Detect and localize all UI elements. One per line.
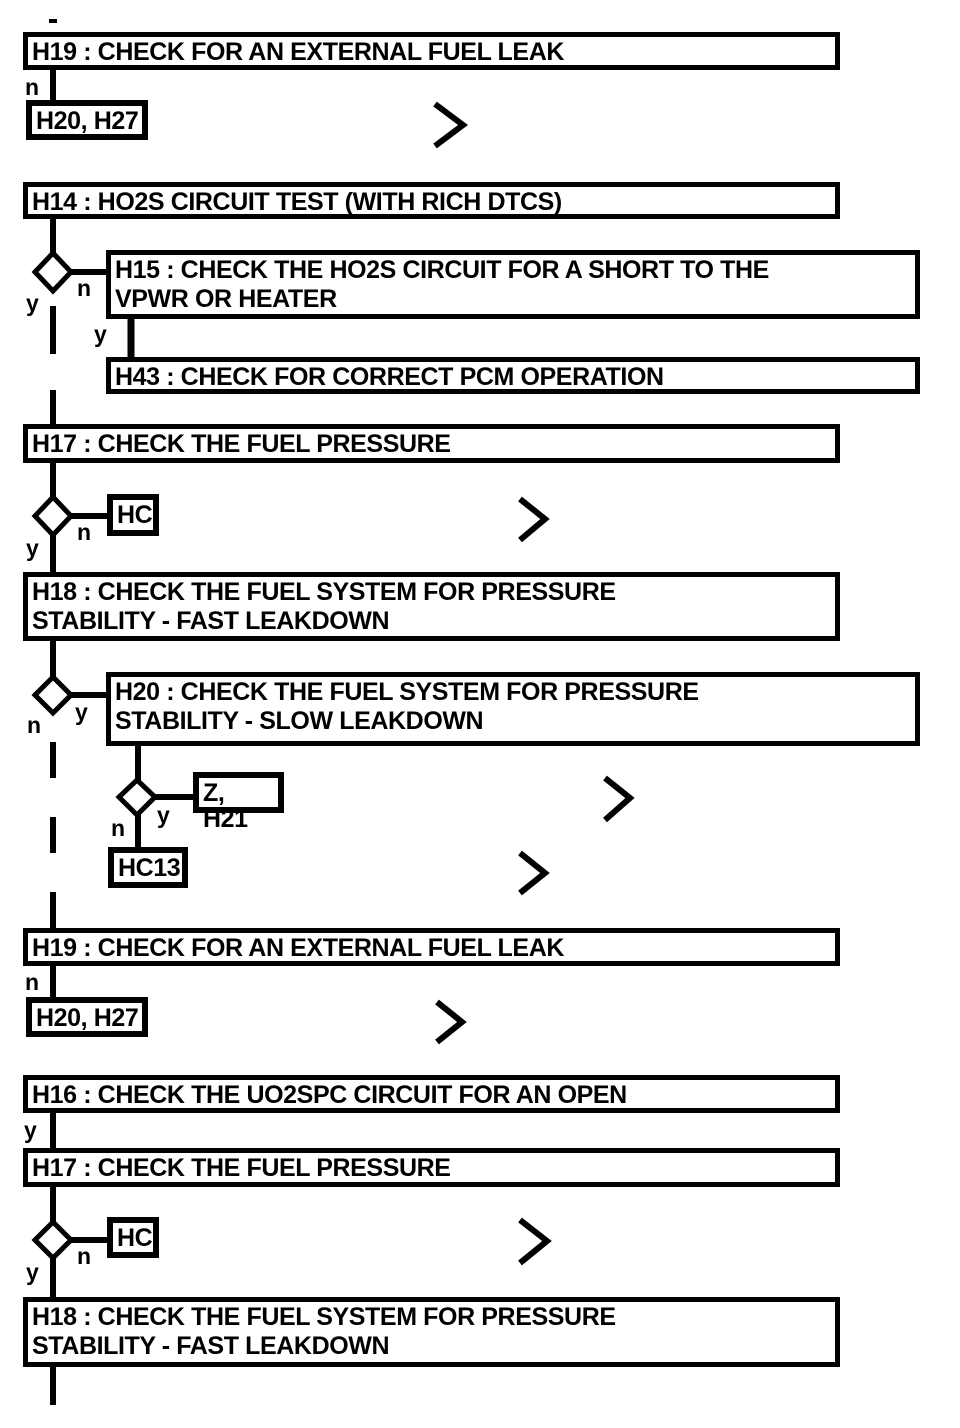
branch-label-yes: y — [75, 699, 88, 725]
branch-label-no: n — [77, 1243, 92, 1269]
page-mark — [49, 19, 57, 23]
ref-box-z-h21: Z, H21 — [193, 772, 284, 832]
step-box-h17-bottom: H17 : CHECK THE FUEL PRESSURE — [23, 1148, 840, 1187]
decision-diamond-h20 — [115, 776, 159, 819]
step-box-h19-top: H19 : CHECK FOR AN EXTERNAL FUEL LEAK — [23, 32, 840, 70]
offpage-chevron-hc13 — [518, 850, 550, 896]
step-box-h17-top: H17 : CHECK THE FUEL PRESSURE — [23, 424, 840, 463]
step-box-h43: H43 : CHECK FOR CORRECT PCM OPERATION — [106, 357, 920, 394]
offpage-chevron-h20h27-mid — [435, 999, 467, 1045]
branch-label-no: n — [25, 74, 40, 100]
decision-diamond-h14 — [31, 249, 75, 295]
branch-label-no: n — [25, 969, 40, 995]
decision-diamond-h17-bottom — [31, 1218, 75, 1262]
offpage-chevron-h20h27-top — [433, 101, 468, 149]
decision-diamond-h17-top — [31, 493, 75, 539]
ref-box-hc-top: HC — [107, 494, 159, 536]
ref-box-hc-bottom: HC — [107, 1217, 159, 1258]
offpage-chevron-hc-bottom — [518, 1217, 552, 1266]
step-box-h14: H14 : HO2S CIRCUIT TEST (WITH RICH DTCS) — [23, 182, 840, 219]
step-box-h16: H16 : CHECK THE UO2SPC CIRCUIT FOR AN OP… — [23, 1075, 840, 1113]
branch-label-no: n — [77, 519, 92, 545]
branch-label-yes: y — [94, 321, 107, 347]
branch-label-yes: y — [26, 535, 39, 561]
decision-diamond-h18-top — [31, 673, 75, 717]
step-box-h19-mid: H19 : CHECK FOR AN EXTERNAL FUEL LEAK — [23, 928, 840, 966]
offpage-chevron-zh21 — [603, 775, 635, 823]
branch-label-yes: y — [26, 1259, 39, 1285]
ref-box-h20-h27-mid: H20, H27 — [26, 997, 148, 1037]
step-box-h18-bottom: H18 : CHECK THE FUEL SYSTEM FOR PRESSURE… — [23, 1297, 840, 1367]
offpage-chevron-hc-top — [518, 496, 550, 543]
step-box-h18-top: H18 : CHECK THE FUEL SYSTEM FOR PRESSURE… — [23, 572, 840, 641]
branch-label-yes: y — [24, 1117, 37, 1143]
branch-label-yes: y — [26, 290, 39, 316]
step-box-h15: H15 : CHECK THE HO2S CIRCUIT FOR A SHORT… — [106, 250, 920, 319]
ref-box-hc13: HC13 — [108, 847, 188, 888]
step-box-h20-slow: H20 : CHECK THE FUEL SYSTEM FOR PRESSURE… — [106, 672, 920, 746]
branch-label-no: n — [111, 815, 126, 841]
branch-label-no: n — [77, 275, 92, 301]
branch-label-no: n — [27, 712, 42, 738]
branch-label-yes: y — [157, 802, 170, 828]
ref-box-h20-h27-top: H20, H27 — [26, 100, 148, 140]
